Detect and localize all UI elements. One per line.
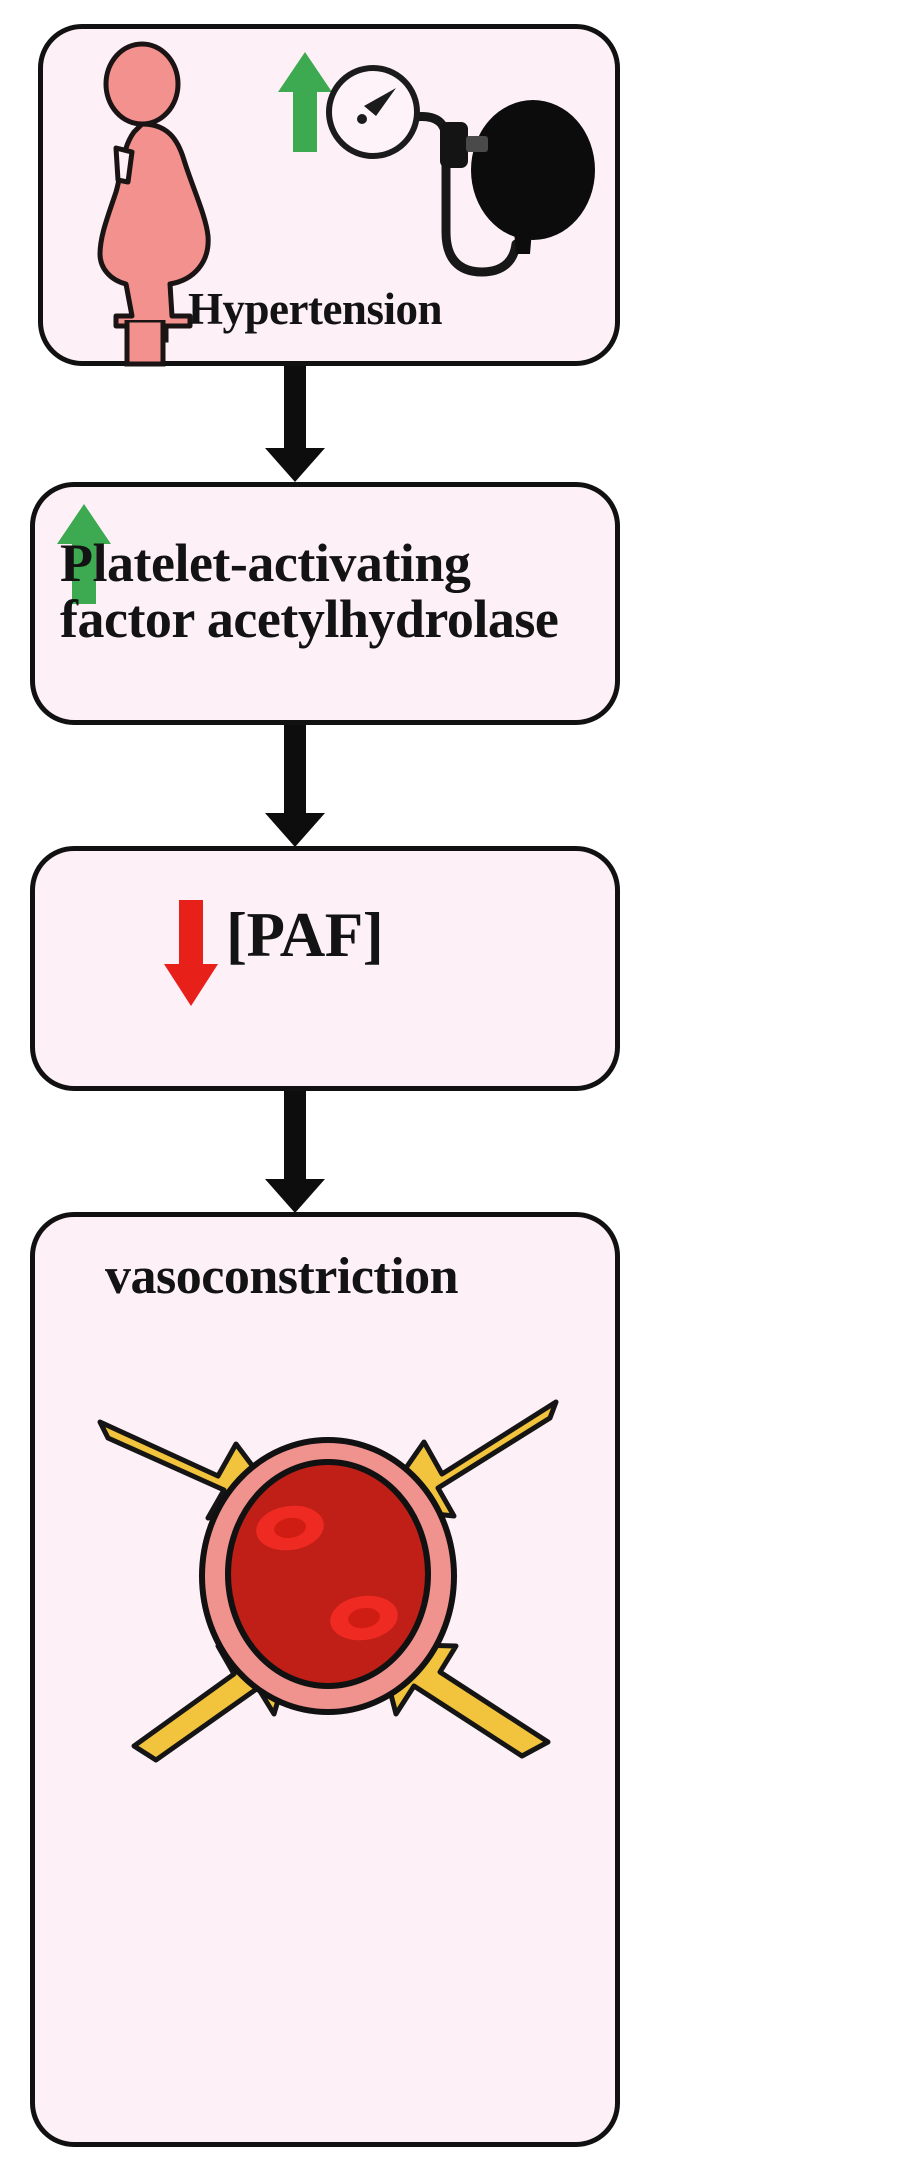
green-up-arrow-icon-2 xyxy=(55,502,113,606)
edge-3-shaft xyxy=(284,1091,306,1181)
node-vasoconstriction-label: vasoconstriction xyxy=(105,1248,459,1305)
green-up-arrow-icon xyxy=(276,50,334,154)
pregnant-woman-leg-icon xyxy=(123,320,167,368)
node-paf-ah-label: Platelet-activating factor acetylhydrola… xyxy=(60,533,559,650)
edge-3-arrow xyxy=(265,1091,325,1213)
edge-2-shaft xyxy=(284,725,306,815)
edge-3-arrowhead xyxy=(265,1179,325,1213)
node-hypertension-label: Hypertension xyxy=(188,284,443,334)
node-paf-concentration-label: [PAF] xyxy=(226,900,384,970)
edge-2-arrow xyxy=(265,725,325,847)
blood-pressure-gauge-icon xyxy=(318,62,608,312)
blood-vessel-icon xyxy=(78,1370,578,1770)
edge-1-arrow xyxy=(265,366,325,482)
red-down-arrow-icon xyxy=(162,896,220,1008)
node-paf-concentration[interactable] xyxy=(30,846,620,1091)
edge-1-shaft xyxy=(284,366,306,450)
edge-1-arrowhead xyxy=(265,448,325,482)
node-paf-ah[interactable] xyxy=(30,482,620,725)
edge-2-arrowhead xyxy=(265,813,325,847)
